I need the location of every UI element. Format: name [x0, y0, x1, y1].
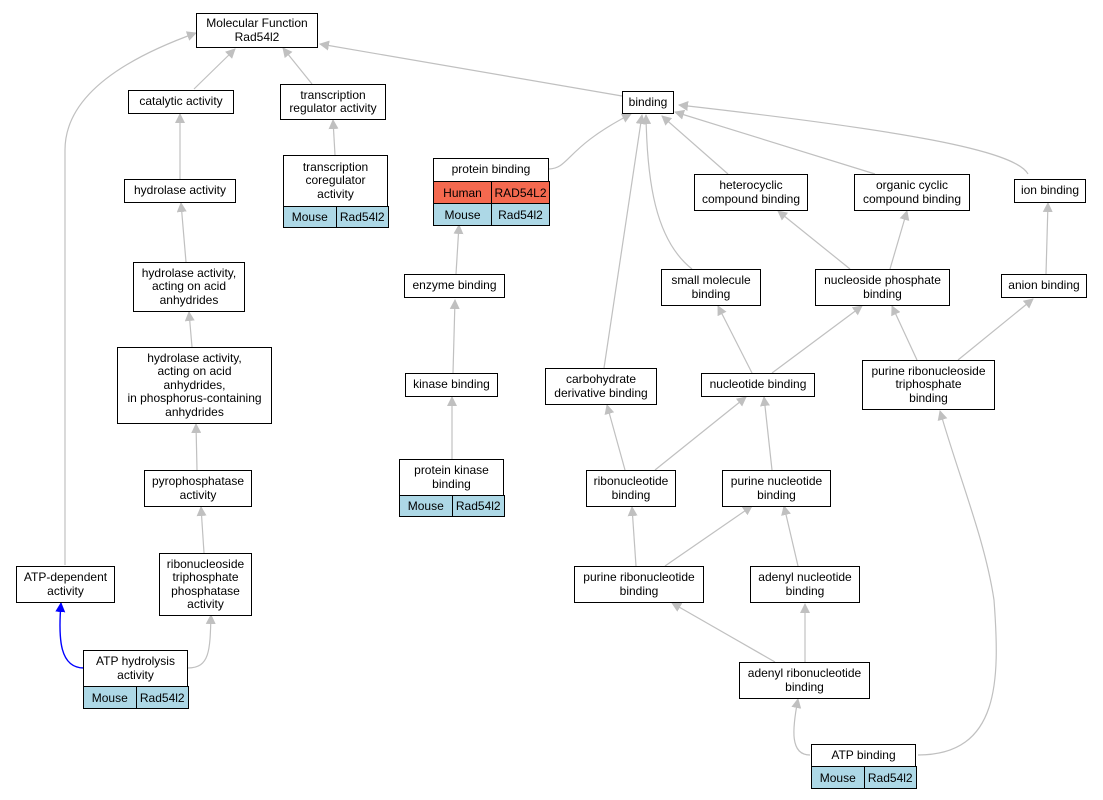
edge-nucleoside-phosphate-to-organic-cyclic: [889, 210, 910, 270]
node-heterocyclic-compound-binding[interactable]: heterocyclic compound binding: [694, 174, 808, 211]
node-organic-cyclic-compound-binding[interactable]: organic cyclic compound binding: [854, 174, 970, 211]
annotation-row: Mouse Rad54l2: [83, 686, 189, 709]
edge-purine-ribo-tri-to-anion: [957, 298, 1034, 361]
gene-cell[interactable]: Rad54l2: [863, 766, 917, 789]
node-atp-dependent-activity[interactable]: ATP-dependent activity: [16, 566, 115, 603]
edge-hyd-phos-to-hyd-acid: [184, 311, 195, 348]
edge-small-molecule-to-binding: [641, 114, 693, 270]
node-pyrophosphatase-activity[interactable]: pyrophosphatase activity: [144, 470, 252, 507]
node-hydrolase-acid-anhydrides[interactable]: hydrolase activity, acting on acid anhyd…: [133, 262, 245, 312]
node-hydrolase-activity[interactable]: hydrolase activity: [124, 179, 236, 203]
edge-atp-hydrolysis-to-atp-dependent: [55, 602, 85, 669]
annotation-table-protein-kinase-binding: Mouse Rad54l2: [399, 495, 505, 517]
gene-cell[interactable]: Rad54l2: [451, 495, 505, 517]
node-atp-binding[interactable]: ATP binding: [811, 744, 916, 767]
node-adenyl-ribonucleotide-binding[interactable]: adenyl ribonucleotide binding: [739, 662, 870, 699]
edge-binding-to-mf: [319, 40, 623, 97]
node-ribonucleoside-triphosphate-phosphatase-activity[interactable]: ribonucleoside triphosphate phosphatase …: [159, 553, 252, 616]
node-purine-nucleotide-binding[interactable]: purine nucleotide binding: [722, 470, 831, 507]
edge-protein-binding-to-binding: [548, 113, 632, 170]
node-transcription-regulator-activity[interactable]: transcription regulator activity: [280, 84, 386, 120]
node-binding[interactable]: binding: [622, 91, 674, 114]
node-atp-hydrolysis-activity[interactable]: ATP hydrolysis activity: [83, 650, 188, 687]
species-cell-mouse: Mouse: [433, 203, 492, 226]
edge-ion-binding-to-binding: [678, 101, 1029, 175]
edge-pyro-to-hyd-phos: [191, 423, 202, 471]
annotation-table-tca: Mouse Rad54l2: [283, 206, 389, 228]
edge-hyd-acid-to-hydrolase: [176, 202, 187, 263]
node-nucleotide-binding[interactable]: nucleotide binding: [701, 373, 815, 397]
edge-purine-nucleotide-to-nucleotide: [760, 396, 773, 471]
edge-anion-to-ion: [1042, 202, 1053, 275]
node-protein-binding[interactable]: protein binding: [433, 158, 549, 182]
node-protein-kinase-binding[interactable]: protein kinase binding: [399, 459, 504, 496]
edge-kinase-to-enzyme: [449, 299, 460, 374]
edge-organic-cyclic-to-binding: [674, 109, 876, 175]
node-carbohydrate-derivative-binding[interactable]: carbohydrate derivative binding: [545, 368, 657, 405]
species-cell: Mouse: [283, 206, 337, 228]
edge-adenyl-nucleotide-to-purine-nucleotide: [781, 505, 799, 567]
node-purine-ribonucleoside-triphosphate-binding[interactable]: purine ribonucleoside triphosphate bindi…: [862, 360, 995, 410]
node-hydrolase-phosphorus-anhydrides[interactable]: hydrolase activity, acting on acid anhyd…: [117, 347, 272, 424]
node-enzyme-binding[interactable]: enzyme binding: [404, 274, 505, 298]
node-adenyl-nucleotide-binding[interactable]: adenyl nucleotide binding: [750, 566, 860, 603]
node-purine-ribonucleotide-binding[interactable]: purine ribonucleotide binding: [574, 566, 704, 603]
edge-tca-to-tra: [328, 119, 339, 156]
annotation-table-atp-binding: Mouse Rad54l2: [811, 766, 917, 789]
species-cell-human: Human: [433, 181, 492, 204]
edge-purine-ribonucleotide-to-purine-nucleotide: [664, 505, 753, 567]
edge-atp-binding-to-purine-ribo-tri: [917, 410, 997, 756]
gene-cell[interactable]: Rad54l2: [135, 686, 189, 709]
annotation-row: Mouse Rad54l2: [399, 495, 505, 517]
edge-atp-hydrolysis-to-ribo-tri-phos: [187, 614, 216, 669]
species-cell: Mouse: [399, 495, 453, 517]
species-cell: Mouse: [83, 686, 137, 709]
gene-cell-human[interactable]: RAD54L2: [491, 181, 550, 204]
annotation-table-protein-binding: Human RAD54L2 Mouse Rad54l2: [433, 181, 550, 226]
gene-cell[interactable]: Rad54l2: [335, 206, 389, 228]
annotation-row: Mouse Rad54l2: [811, 766, 917, 789]
edge-enzyme-binding-to-protein-binding: [453, 224, 464, 275]
edge-atp-binding-to-adenyl-ribonucleotide: [791, 698, 811, 756]
node-transcription-coregulator-activity[interactable]: transcription coregulator activity: [283, 155, 388, 207]
node-small-molecule-binding[interactable]: small molecule binding: [661, 269, 761, 306]
annotation-row: Human RAD54L2: [433, 181, 550, 204]
edge-ribonucleotide-to-carbohydrate: [604, 404, 626, 471]
edge-purine-ribonucleotide-to-ribonucleotide: [627, 506, 638, 567]
edge-catalytic-to-mf: [193, 48, 236, 90]
annotation-table-atp-hydrolysis: Mouse Rad54l2: [83, 686, 189, 709]
annotation-row: Mouse Rad54l2: [283, 206, 389, 228]
edge-nucleotide-to-nucleoside-phosphate: [771, 305, 863, 374]
gene-cell-mouse[interactable]: Rad54l2: [491, 203, 550, 226]
node-catalytic-activity[interactable]: catalytic activity: [128, 90, 234, 114]
edge-purine-ribo-tri-to-nucleoside-phosphate: [891, 305, 918, 361]
edge-heterocyclic-to-binding: [661, 115, 729, 175]
edge-adenyl-ribonucleotide-to-purine-ribonucleotide: [671, 602, 776, 663]
edge-nucleotide-to-small-molecule: [717, 305, 753, 374]
edge-tra-to-mf: [282, 47, 313, 85]
node-ion-binding[interactable]: ion binding: [1014, 179, 1086, 203]
edge-nucleoside-phosphate-to-heterocyclic: [777, 210, 851, 270]
node-molecular-function[interactable]: Molecular Function Rad54l2: [196, 13, 318, 48]
edge-atp-dependent-to-mf: [64, 31, 197, 565]
edge-carbohydrate-to-binding: [603, 114, 646, 369]
edge-ribo-tri-phos-to-pyro: [196, 506, 207, 554]
node-ribonucleotide-binding[interactable]: ribonucleotide binding: [586, 470, 676, 507]
species-cell: Mouse: [811, 766, 865, 789]
edge-ribonucleotide-to-nucleotide: [654, 396, 747, 471]
node-kinase-binding[interactable]: kinase binding: [405, 373, 498, 397]
annotation-row: Mouse Rad54l2: [433, 203, 550, 226]
node-nucleoside-phosphate-binding[interactable]: nucleoside phosphate binding: [815, 269, 950, 306]
node-anion-binding[interactable]: anion binding: [1001, 274, 1087, 298]
